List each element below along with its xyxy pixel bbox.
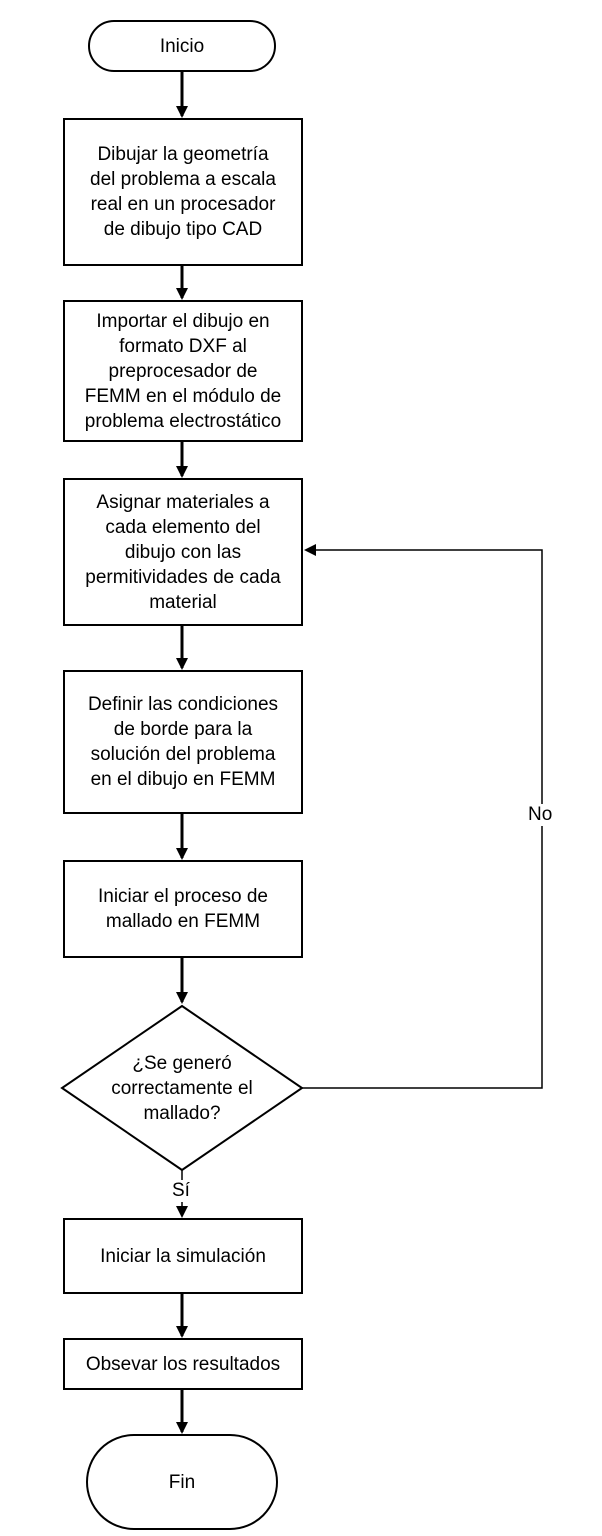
arrow-no-loop (302, 544, 543, 1089)
process-assign-materials: Asignar materiales a cada elemento del d… (63, 478, 303, 626)
edge-label-no: No (526, 804, 555, 826)
decision-diamond (60, 1004, 304, 1172)
decision-label: ¿Se generó correctamente el mallado? (111, 1052, 253, 1124)
process-import-dxf: Importar el dibujo en formato DXF al pre… (63, 300, 303, 442)
process-start-simulation: Iniciar la simulación (63, 1218, 303, 1294)
process-draw-geometry: Dibujar la geometría del problema a esca… (63, 118, 303, 266)
end-node: Fin (86, 1434, 278, 1530)
process-start-meshing: Iniciar el proceso de mallado en FEMM (63, 860, 303, 958)
process-observe-results: Obsevar los resultados (63, 1338, 303, 1390)
edge-label-yes: Sí (170, 1180, 192, 1202)
start-node: Inicio (88, 20, 276, 72)
process-boundary-conditions: Definir las condiciones de borde para la… (63, 670, 303, 814)
